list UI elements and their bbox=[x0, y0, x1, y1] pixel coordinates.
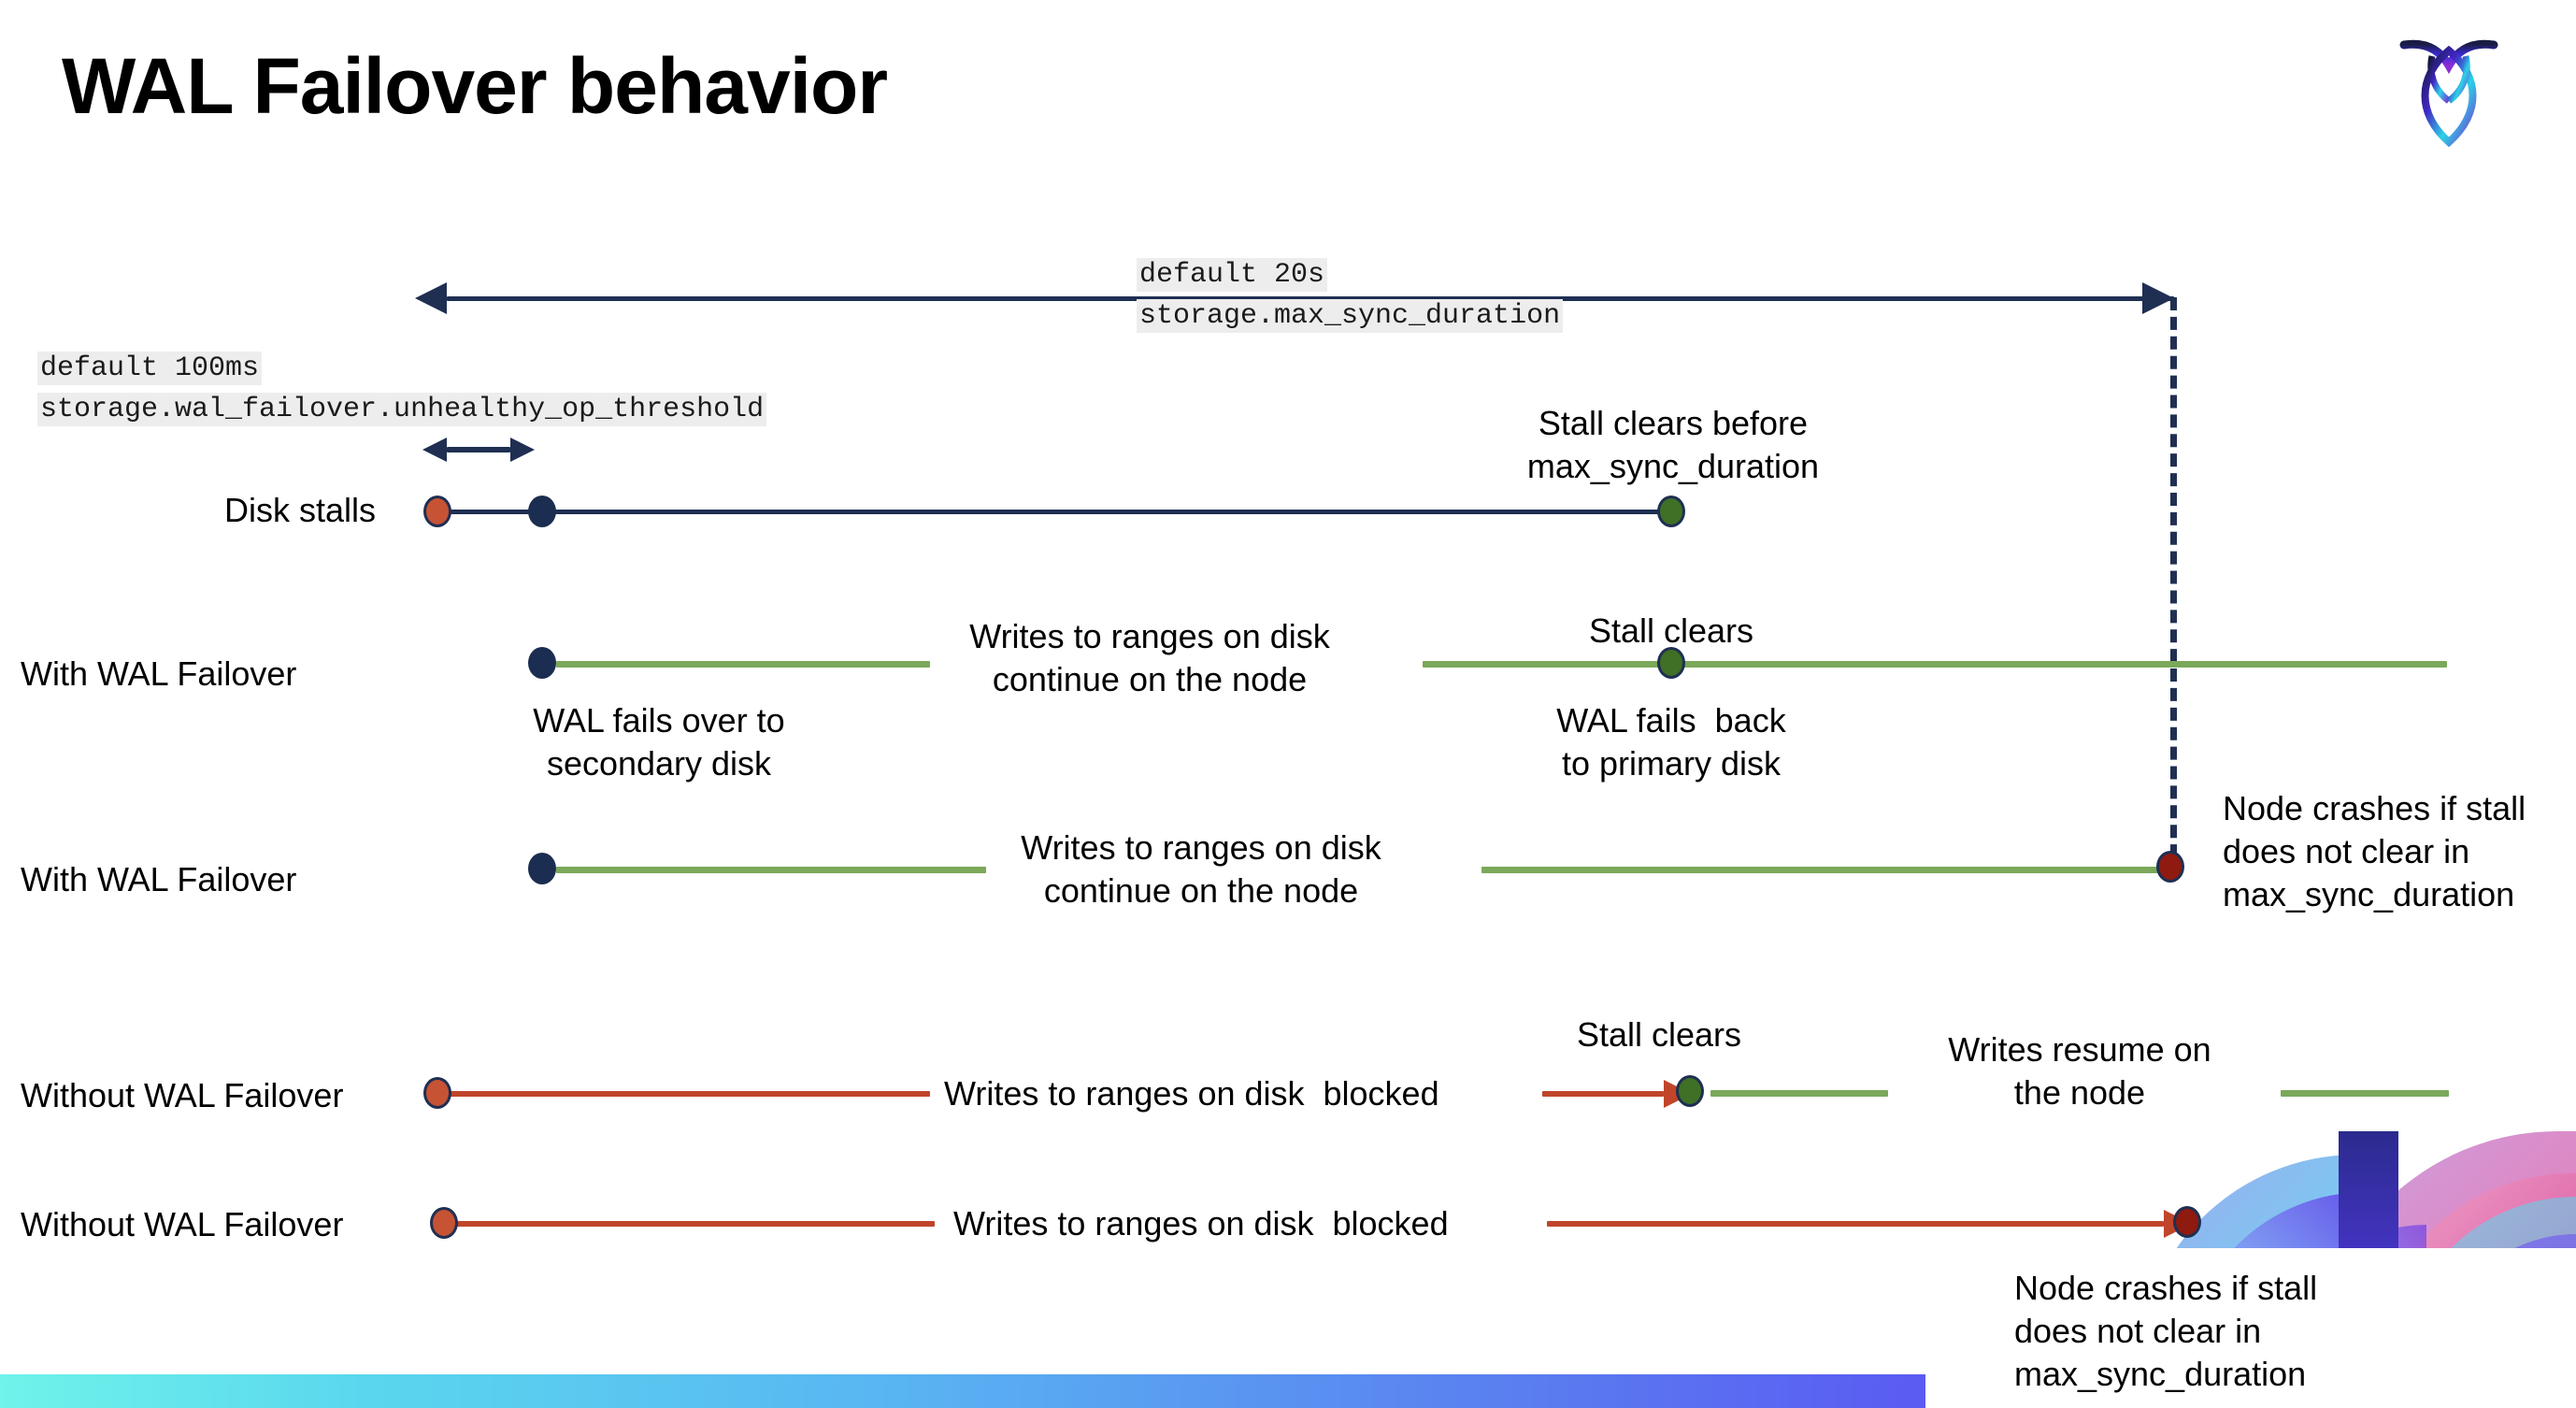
without-failover-2-line-b bbox=[1547, 1221, 2164, 1227]
without-failover-1-line-d bbox=[2281, 1090, 2449, 1097]
unhealthy-op-arrow-right-icon bbox=[510, 438, 535, 462]
row-label-with-wal-failover-2: With WAL Failover bbox=[21, 860, 297, 898]
max-sync-arrow-right-icon bbox=[2142, 282, 2174, 314]
note-writes-blocked-2: Writes to ranges on disk blocked bbox=[953, 1204, 1449, 1243]
max-sync-arrow-left-icon bbox=[415, 282, 447, 314]
with-failover-2-crash-dot[interactable] bbox=[2156, 851, 2184, 883]
row-label-without-wal-failover-2: Without WAL Failover bbox=[21, 1205, 344, 1243]
unhealthy-op-arrow-left-icon bbox=[422, 438, 447, 462]
disk-stall-failover-dot[interactable] bbox=[528, 496, 556, 527]
note-writes-resume: Writes resume on the node bbox=[1948, 1030, 2211, 1112]
cockroachdb-logo-icon bbox=[2393, 28, 2505, 150]
disk-stall-clears-dot[interactable] bbox=[1657, 496, 1685, 527]
with-failover-1-line-a bbox=[556, 661, 930, 668]
max-sync-setting-text: storage.max_sync_duration bbox=[1137, 299, 1564, 333]
row-label-with-wal-failover-1: With WAL Failover bbox=[21, 654, 297, 693]
max-sync-duration-axis bbox=[447, 296, 2174, 301]
with-failover-2-failover-dot[interactable] bbox=[528, 853, 556, 884]
row-label-without-wal-failover-1: Without WAL Failover bbox=[21, 1076, 344, 1114]
note-writes-blocked-1: Writes to ranges on disk blocked bbox=[944, 1074, 1439, 1113]
max-sync-duration-annotation: default 20s storage.max_sync_duration bbox=[1137, 254, 1564, 337]
note-node-crashes-2: Node crashes if stall does not clear in … bbox=[2014, 1269, 2318, 1393]
without-failover-2-crash-dot[interactable] bbox=[2173, 1206, 2201, 1238]
note-stall-clears-before: Stall clears before max_sync_duration bbox=[1526, 404, 1820, 485]
without-failover-1-start-dot[interactable] bbox=[423, 1077, 451, 1109]
disk-stall-start-dot[interactable] bbox=[423, 496, 451, 527]
without-failover-1-line-c bbox=[1710, 1090, 1888, 1097]
note-stall-clears-2: Stall clears bbox=[1576, 1015, 1742, 1054]
with-failover-1-failover-dot[interactable] bbox=[528, 647, 556, 679]
unhealthy-op-threshold-annotation: default 100ms storage.wal_failover.unhea… bbox=[37, 348, 767, 430]
without-failover-1-line-b bbox=[1542, 1091, 1664, 1097]
note-wal-fails-over: WAL fails over to secondary disk bbox=[533, 701, 785, 783]
max-sync-default-text: default 20s bbox=[1137, 258, 1328, 292]
note-stall-clears-1: Stall clears bbox=[1588, 611, 1754, 650]
note-writes-continue-2: Writes to ranges on disk continue on the… bbox=[1021, 828, 1381, 910]
note-wal-fails-back: WAL fails back to primary disk bbox=[1556, 701, 1786, 783]
without-failover-2-start-dot[interactable] bbox=[430, 1207, 458, 1239]
with-failover-2-line-b bbox=[1481, 867, 2173, 873]
row-label-disk-stalls: Disk stalls bbox=[224, 491, 377, 529]
disk-stalls-line bbox=[439, 510, 1673, 514]
unhealthy-op-axis bbox=[447, 447, 510, 453]
with-failover-2-line-a bbox=[556, 867, 986, 873]
max-sync-dropline bbox=[2170, 297, 2177, 877]
unhealthy-op-setting-text: storage.wal_failover.unhealthy_op_thresh… bbox=[37, 393, 767, 426]
page-title: WAL Failover behavior bbox=[62, 42, 888, 130]
without-failover-1-clears-dot[interactable] bbox=[1676, 1075, 1704, 1107]
with-failover-1-line-b bbox=[1423, 661, 2447, 668]
unhealthy-op-default-text: default 100ms bbox=[37, 352, 263, 385]
with-failover-1-clears-dot[interactable] bbox=[1657, 647, 1685, 679]
note-node-crashes-1: Node crashes if stall does not clear in … bbox=[2223, 789, 2526, 913]
without-failover-2-line-a bbox=[449, 1221, 935, 1227]
node-crash-callout-card bbox=[1925, 1248, 2576, 1408]
without-failover-1-line-a bbox=[444, 1091, 930, 1097]
note-writes-continue-1: Writes to ranges on disk continue on the… bbox=[969, 617, 1330, 698]
